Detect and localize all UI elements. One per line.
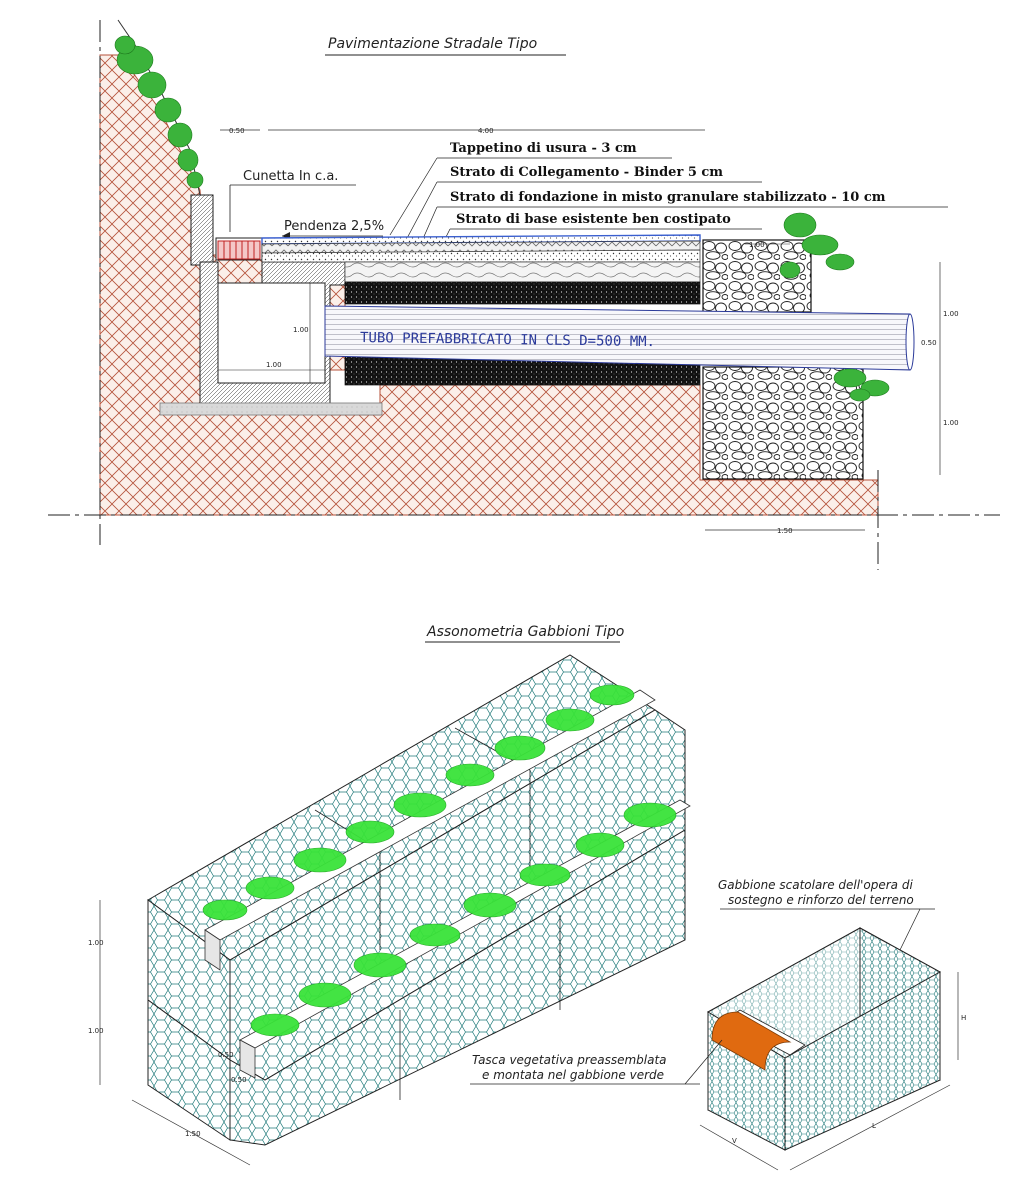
leader-2-diag — [404, 181, 438, 243]
dim-lower-h: 1.00 — [88, 1027, 104, 1035]
layer-label-1: Tappetino di usura - 3 cm — [450, 141, 637, 156]
slope-vegetation — [114, 35, 204, 189]
layer-labels: Tappetino di usura - 3 cm Strato di Coll… — [389, 141, 948, 266]
layer-label-3: Strato di fondazione in misto granulare … — [450, 190, 886, 205]
vegetative-pocket — [711, 1011, 792, 1071]
dim-pipe-dia: 0.50 — [921, 339, 937, 347]
slope-label: Pendenza 2,5% — [284, 219, 384, 234]
gabion-section-lower — [702, 366, 864, 480]
gabion-vegetation-upper — [202, 684, 635, 921]
culvert-foundation — [159, 402, 383, 416]
cunetta-wall-upper — [190, 194, 214, 266]
dim-line-box-w — [699, 1124, 779, 1171]
road-section: Pavimentazione Stradale Tipo 0.50 4.00 C… — [48, 19, 1000, 570]
dim-upper-h: 1.00 — [88, 939, 104, 947]
pipe-label: TUBO PREFABBRICATO IN CLS D=500 MM. — [360, 330, 655, 350]
dim-box-w: V — [732, 1137, 737, 1145]
dim-top-main: 4.00 — [478, 127, 494, 135]
right-vegetation-lower — [833, 368, 890, 402]
leader-1-diag — [389, 157, 438, 236]
box-label-leader-diag — [899, 908, 921, 951]
pocket-upper-end — [204, 929, 221, 971]
dim-right-upper: 1.00 — [943, 310, 959, 318]
culvert-opening — [217, 282, 326, 384]
pocket-label-line2: e montata nel gabbione verde — [482, 1068, 664, 1082]
road-section-title: Pavimentazione Stradale Tipo — [328, 36, 537, 52]
dim-line-box-l — [789, 1084, 951, 1171]
dim-top-left: 0.50 — [229, 127, 245, 135]
base-layer — [344, 261, 701, 283]
dim-right-lower: 1.00 — [943, 419, 959, 427]
pocket-label-line1: Tasca vegetativa preassemblata — [472, 1053, 667, 1067]
pipe-end — [905, 313, 915, 371]
red-grate — [217, 240, 261, 260]
pocket-lower-end — [239, 1039, 256, 1079]
box-label-line2: sostegno e rinforzo del terreno — [728, 893, 914, 907]
dim-pocket-w: 0.50 — [231, 1076, 247, 1084]
compacted-layer-upper — [344, 281, 701, 305]
box-label-line1: Gabbione scatolare dell'opera di — [718, 878, 913, 892]
gabion-section-title: Assonometria Gabbioni Tipo — [426, 624, 624, 640]
dim-channel-height: 1.00 — [293, 326, 309, 334]
dim-channel-width: 1.00 — [266, 361, 282, 369]
layer-label-2: Strato di Collegamento - Binder 5 cm — [450, 165, 723, 180]
cunetta-label: Cunetta In c.a. — [243, 169, 338, 184]
dim-box-h: H — [961, 1014, 966, 1022]
gabion-axonometry: Assonometria Gabbioni Tipo — [88, 624, 966, 1171]
dim-box-l: L — [872, 1122, 876, 1130]
dim-pocket-h: 0.50 — [218, 1051, 234, 1059]
pocket-label-leader-diag — [684, 1039, 723, 1085]
right-vegetation-upper — [779, 212, 855, 279]
lower-tier-front — [229, 829, 686, 1146]
dim-line-base — [131, 1099, 251, 1166]
dim-base-w: 1.50 — [185, 1130, 201, 1138]
gabion-vegetation-lower — [250, 802, 677, 1037]
layer-label-4: Strato di base esistente ben costipato — [456, 212, 731, 227]
dim-gabion-top: 1.00 — [749, 241, 765, 249]
dim-bottom: 1.50 — [777, 527, 793, 535]
box-front-wall — [784, 971, 941, 1151]
